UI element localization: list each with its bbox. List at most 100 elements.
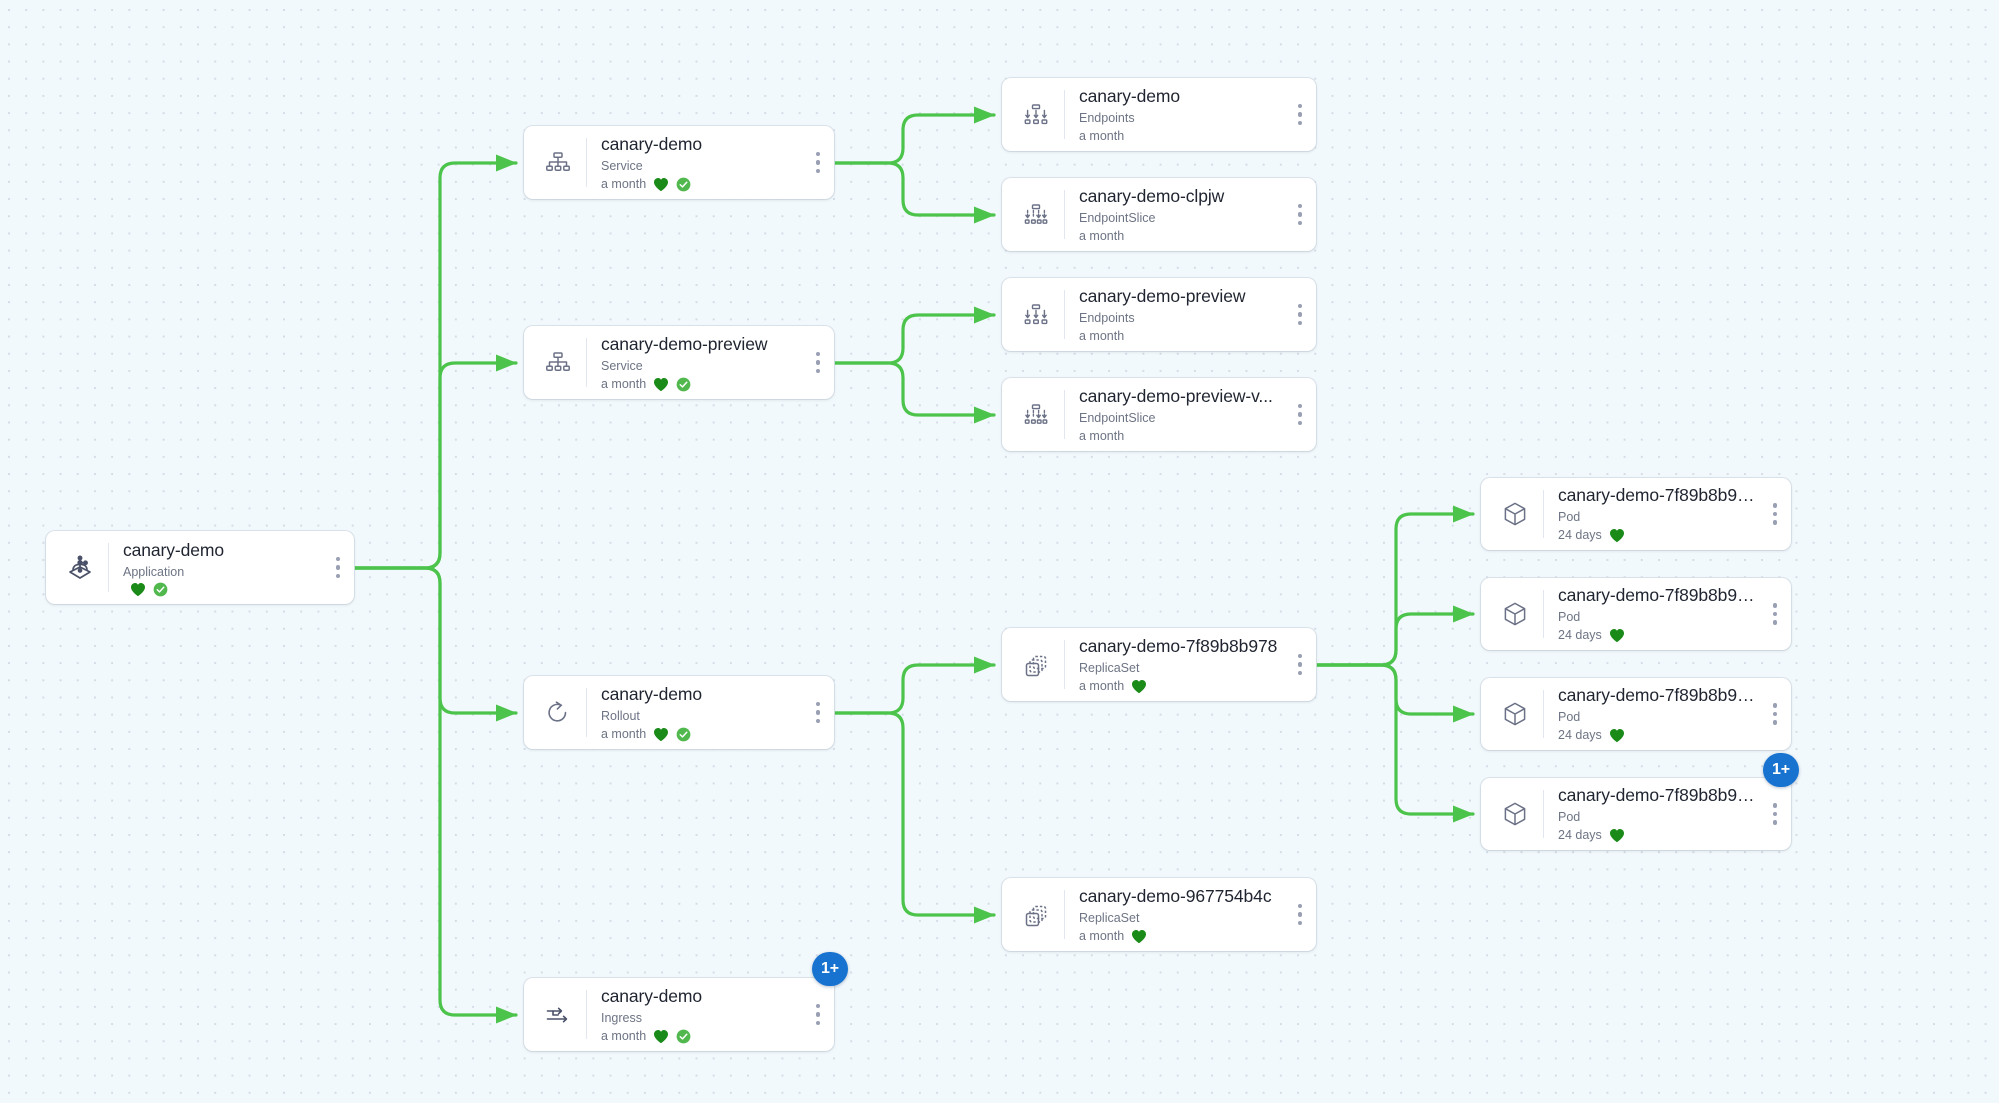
node-age: a month (601, 376, 647, 391)
edge-rollout-to-replicaset-active (832, 656, 996, 715)
node-title: canary-demo-7f89b8b978 (1079, 635, 1278, 656)
node-pod-3[interactable]: canary-demo-7f89b8b97... Pod 24 days (1481, 678, 1791, 750)
node-menu-button[interactable] (1288, 628, 1312, 701)
pod-icon (1495, 794, 1535, 834)
endpointslice-icon (1016, 195, 1056, 235)
node-replicaset-967754b4c[interactable]: canary-demo-967754b4c ReplicaSet a month (1002, 878, 1316, 951)
node-divider (1543, 690, 1544, 738)
edge-app-to-service-preview (352, 354, 518, 570)
edge-service-to-endpointslice (832, 161, 996, 224)
service-icon (538, 343, 578, 383)
node-pod-1[interactable]: canary-demo-7f89b8b97... Pod 24 days (1481, 478, 1791, 550)
node-menu-button[interactable] (806, 326, 830, 399)
node-age: a month (1079, 128, 1125, 143)
node-kind: Endpoints (1079, 110, 1135, 125)
node-menu-button[interactable] (1763, 478, 1787, 550)
node-menu-button[interactable] (1763, 578, 1787, 650)
node-pod-4[interactable]: canary-demo-7f89b8b97... Pod 24 days (1481, 778, 1798, 857)
node-age: 24 days (1558, 728, 1602, 742)
node-kind: EndpointSlice (1079, 410, 1156, 425)
node-divider (1543, 590, 1544, 638)
sync-status-icon (153, 582, 168, 596)
node-kind: ReplicaSet (1079, 910, 1140, 925)
edge-app-to-ingress (352, 566, 518, 1024)
health-heart-icon (1609, 628, 1624, 643)
node-kind: Service (601, 158, 643, 173)
sync-status-icon (676, 727, 691, 741)
health-heart-icon (1609, 728, 1624, 743)
node-divider (1543, 790, 1544, 838)
node-age: a month (601, 726, 647, 741)
health-heart-icon (1132, 679, 1147, 693)
node-menu-button[interactable] (806, 676, 830, 749)
node-age: a month (1079, 428, 1125, 443)
edge-rollout-to-replicaset-old (832, 711, 996, 924)
health-heart-icon (654, 727, 669, 741)
node-divider (1064, 190, 1065, 239)
node-age: 24 days (1558, 828, 1602, 842)
sync-status-icon (676, 177, 691, 191)
health-heart-icon (1609, 828, 1624, 843)
pod-icon (1495, 494, 1535, 534)
node-title: canary-demo-7f89b8b97... (1558, 585, 1757, 605)
node-kind: Application (123, 564, 185, 579)
replicaset-icon (1016, 645, 1056, 685)
node-menu-button[interactable] (1288, 178, 1312, 251)
node-menu-button[interactable] (806, 126, 830, 199)
node-title: canary-demo-clpjw (1079, 185, 1225, 206)
node-kind: Service (601, 358, 643, 373)
node-menu-button[interactable] (326, 531, 350, 604)
node-endpointslice-canary-demo-preview[interactable]: canary-demo-preview-v... EndpointSlice a… (1002, 378, 1316, 451)
endpoints-icon (1016, 295, 1056, 335)
node-age: a month (601, 1028, 647, 1043)
edge-replicaset-to-pod-3 (1314, 663, 1475, 723)
edge-replicaset-to-pod-2 (1314, 605, 1475, 667)
node-menu-button[interactable] (806, 978, 830, 1051)
node-title: canary-demo (601, 985, 703, 1006)
node-menu-button[interactable] (1288, 878, 1312, 951)
node-pod-2[interactable]: canary-demo-7f89b8b97... Pod 24 days (1481, 578, 1791, 650)
node-menu-button[interactable] (1763, 678, 1787, 750)
ingress-group-count-badge[interactable]: 1+ (812, 952, 848, 986)
node-service-canary-demo[interactable]: canary-demo Service a month (524, 126, 834, 199)
node-rollout-canary-demo[interactable]: canary-demo Rollout a month (524, 676, 834, 749)
pod-group-count-badge[interactable]: 1+ (1763, 753, 1799, 787)
node-menu-button[interactable] (1288, 278, 1312, 351)
health-heart-icon (654, 377, 669, 391)
node-divider (1064, 390, 1065, 439)
pod-icon (1495, 594, 1535, 634)
replicaset-icon (1016, 895, 1056, 935)
node-title: canary-demo (1079, 85, 1181, 106)
node-divider (586, 138, 587, 187)
node-title: canary-demo-preview (601, 333, 768, 354)
node-title: canary-demo-7f89b8b97... (1558, 785, 1757, 805)
node-replicaset-7f89b8b978[interactable]: canary-demo-7f89b8b978 ReplicaSet a mont… (1002, 628, 1316, 701)
node-divider (108, 543, 109, 592)
node-application-canary-demo[interactable]: canary-demo Application (46, 531, 354, 604)
node-age: a month (601, 176, 647, 191)
node-ingress-canary-demo[interactable]: canary-demo Ingress a month (524, 978, 841, 1058)
edge-app-to-service (352, 154, 518, 570)
edge-replicaset-to-pod-4 (1314, 663, 1475, 823)
node-endpointslice-canary-demo-clpjw[interactable]: canary-demo-clpjw EndpointSlice a month (1002, 178, 1316, 251)
endpointslice-icon (1016, 395, 1056, 435)
health-heart-icon (1132, 929, 1147, 943)
node-age: a month (1079, 228, 1125, 243)
node-kind: Ingress (601, 1010, 642, 1025)
node-service-canary-demo-preview[interactable]: canary-demo-preview Service a month (524, 326, 834, 399)
sync-status-icon (676, 1029, 691, 1043)
node-title: canary-demo (123, 539, 225, 560)
argo-application-icon (60, 548, 100, 588)
node-endpoints-canary-demo-preview[interactable]: canary-demo-preview Endpoints a month (1002, 278, 1316, 351)
node-menu-button[interactable] (1763, 778, 1787, 850)
node-endpoints-canary-demo[interactable]: canary-demo Endpoints a month (1002, 78, 1316, 151)
node-menu-button[interactable] (1288, 78, 1312, 151)
health-heart-icon (654, 177, 669, 191)
node-divider (1064, 890, 1065, 939)
health-heart-icon (654, 1029, 669, 1043)
node-kind: Pod (1558, 510, 1581, 524)
rollout-icon (538, 693, 578, 733)
node-menu-button[interactable] (1288, 378, 1312, 451)
node-divider (1064, 90, 1065, 139)
